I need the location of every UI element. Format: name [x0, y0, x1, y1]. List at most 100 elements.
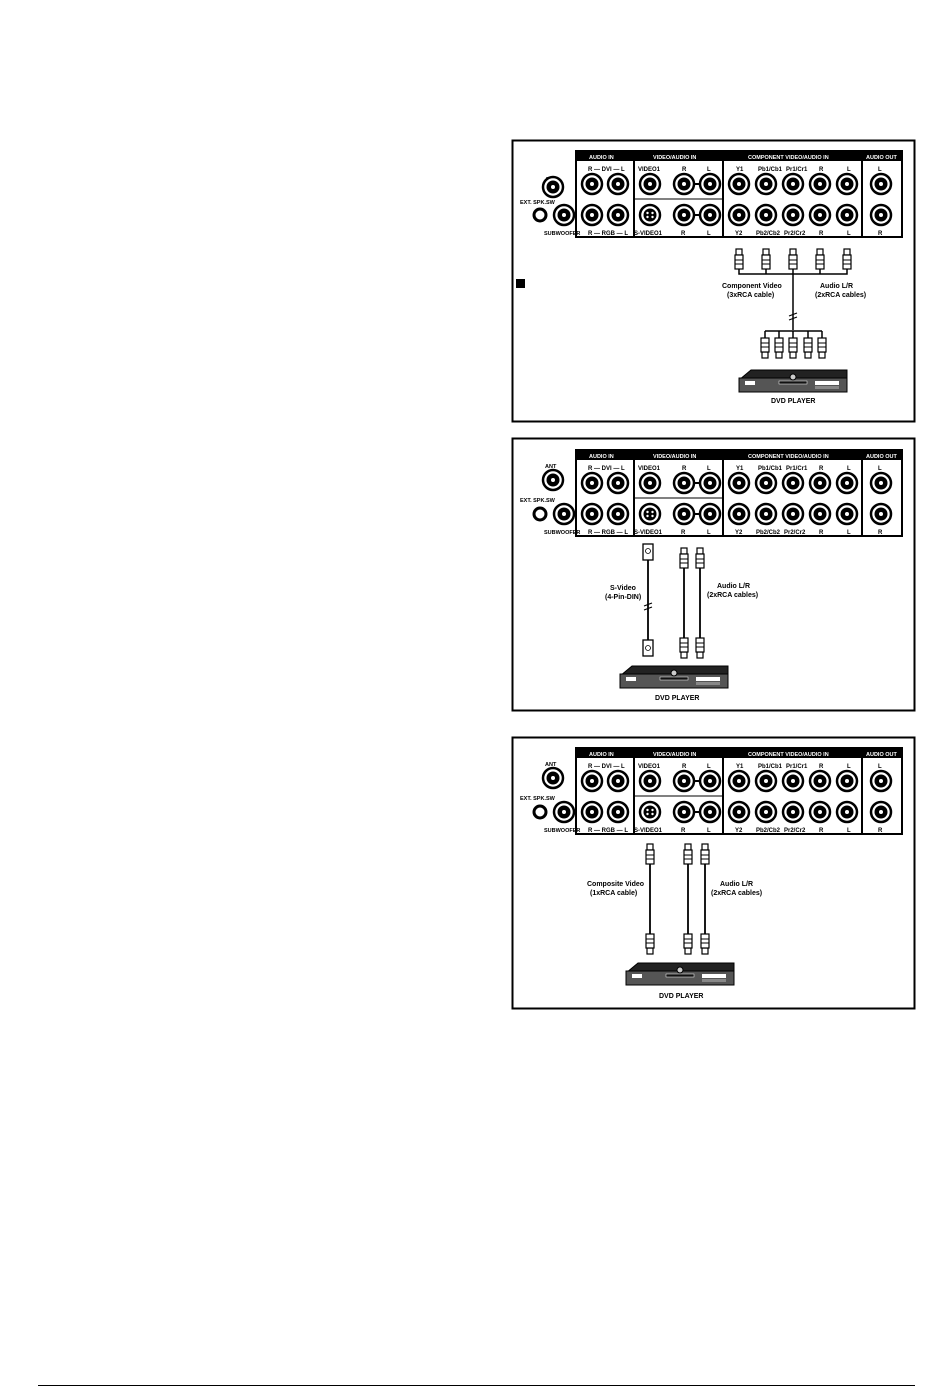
l-label: L	[707, 466, 711, 472]
component-cable	[734, 248, 852, 359]
dvd-player-image	[625, 962, 735, 986]
svideo1-label: S-VIDEO1	[634, 231, 663, 237]
r-label: R	[819, 828, 824, 834]
y2-label: Y2	[735, 828, 743, 834]
r-label: R	[878, 828, 883, 834]
device-label: DVD PLAYER	[771, 398, 815, 405]
pb1-label: Pb1/Cb1	[758, 167, 783, 173]
svideo1-label: S-VIDEO1	[634, 530, 663, 536]
subwoofer-label: SUBWOOFER	[544, 530, 580, 536]
y2-label: Y2	[735, 231, 743, 237]
device-label: DVD PLAYER	[659, 993, 703, 1000]
header-audio-in: AUDIO IN	[589, 454, 614, 460]
r-label: R	[819, 167, 824, 173]
subwoofer-jack	[552, 203, 576, 227]
cable-video-sub: (3xRCA cable)	[727, 292, 774, 299]
l-label: L	[707, 828, 711, 834]
audio-in-rgb-label: R — RGB — L	[588, 231, 628, 237]
y1-label: Y1	[736, 764, 744, 770]
y1-label: Y1	[736, 167, 744, 173]
header-component-in: COMPONENT VIDEO/AUDIO IN	[748, 454, 829, 460]
dvd-player-image	[738, 369, 848, 393]
l-label: L	[707, 764, 711, 770]
cable-video-sub: (4-Pin-DIN)	[605, 594, 641, 601]
pb2-label: Pb2/Cb2	[756, 231, 781, 237]
l-label: L	[847, 764, 851, 770]
r-label: R	[878, 530, 883, 536]
header-audio-in: AUDIO IN	[589, 155, 614, 161]
cable-audio-label: Audio L/R	[720, 881, 753, 888]
header-component-in: COMPONENT VIDEO/AUDIO IN	[748, 155, 829, 161]
dvd-player-image	[619, 665, 729, 689]
svideo1-label: S-VIDEO1	[634, 828, 663, 834]
device-label: DVD PLAYER	[655, 695, 699, 702]
l-label: L	[847, 167, 851, 173]
r-label: R	[681, 530, 686, 536]
diagram-2: ANT EXT. SPK.SW SUBWOOFER AUDIO IN VIDEO…	[511, 437, 916, 712]
subwoofer-label: SUBWOOFER	[544, 828, 580, 834]
cable-audio-label: Audio L/R	[717, 583, 750, 590]
pr2-label: Pr2/Cr2	[784, 530, 806, 536]
ant-jack	[541, 175, 565, 199]
cable-video-label: Component Video	[722, 283, 782, 290]
l-label: L	[878, 764, 882, 770]
pr1-label: Pr1/Cr1	[786, 764, 808, 770]
r-label: R	[681, 231, 686, 237]
l-label: L	[707, 231, 711, 237]
video1-label: VIDEO1	[638, 764, 661, 770]
r-label: R	[682, 167, 687, 173]
composite-cable	[645, 843, 710, 955]
l-label: L	[707, 167, 711, 173]
pr1-label: Pr1/Cr1	[786, 167, 808, 173]
header-audio-out: AUDIO OUT	[866, 454, 898, 460]
audio-in-rgb-label: R — RGB — L	[588, 828, 628, 834]
cable-audio-label: Audio L/R	[820, 283, 853, 290]
subwoofer-label: SUBWOOFER	[544, 231, 580, 237]
r-label: R	[682, 764, 687, 770]
cable-audio-sub: (2xRCA cables)	[815, 292, 866, 299]
y1-label: Y1	[736, 466, 744, 472]
audio-in-dvi-label: R — DVI — L	[588, 764, 625, 770]
l-label: L	[847, 466, 851, 472]
pb1-label: Pb1/Cb1	[758, 764, 783, 770]
header-component-in: COMPONENT VIDEO/AUDIO IN	[748, 752, 829, 758]
r-label: R	[819, 530, 824, 536]
pb1-label: Pb1/Cb1	[758, 466, 783, 472]
y2-label: Y2	[735, 530, 743, 536]
video1-label: VIDEO1	[638, 167, 661, 173]
cable-video-label: Composite Video	[587, 881, 644, 888]
l-label: L	[707, 530, 711, 536]
r-label: R	[819, 466, 824, 472]
l-label: L	[878, 466, 882, 472]
r-label: R	[819, 231, 824, 237]
r-label: R	[878, 231, 883, 237]
pr1-label: Pr1/Cr1	[786, 466, 808, 472]
ant-label: ANT	[545, 762, 557, 768]
cable-video-label: S-Video	[610, 585, 636, 592]
l-label: L	[847, 828, 851, 834]
note-marker	[516, 279, 525, 288]
header-audio-out: AUDIO OUT	[866, 155, 898, 161]
pb2-label: Pb2/Cb2	[756, 828, 781, 834]
header-video-audio-in: VIDEO/AUDIO IN	[653, 752, 696, 758]
header-video-audio-in: VIDEO/AUDIO IN	[653, 454, 696, 460]
ext-spk-jack	[532, 207, 548, 223]
header-audio-out: AUDIO OUT	[866, 752, 898, 758]
pb2-label: Pb2/Cb2	[756, 530, 781, 536]
video1-label: VIDEO1	[638, 466, 661, 472]
ext-spk-label: EXT. SPK.SW	[520, 796, 556, 802]
l-label: L	[878, 167, 882, 173]
ext-spk-label: EXT. SPK.SW	[520, 498, 556, 504]
audio-in-rgb-label: R — RGB — L	[588, 530, 628, 536]
ant-label: ANT	[545, 464, 557, 470]
l-label: L	[847, 530, 851, 536]
diagram-1: ANT EXT. SPK.SW SUBWOOFER AUDIO IN VIDEO…	[511, 139, 916, 423]
header-video-audio-in: VIDEO/AUDIO IN	[653, 155, 696, 161]
pr2-label: Pr2/Cr2	[784, 828, 806, 834]
audio-in-dvi-label: R — DVI — L	[588, 466, 625, 472]
r-label: R	[819, 764, 824, 770]
cable-video-sub: (1xRCA cable)	[590, 890, 637, 897]
r-label: R	[681, 828, 686, 834]
footer-rule	[38, 1385, 915, 1386]
audio-in-dvi-label: R — DVI — L	[588, 167, 625, 173]
